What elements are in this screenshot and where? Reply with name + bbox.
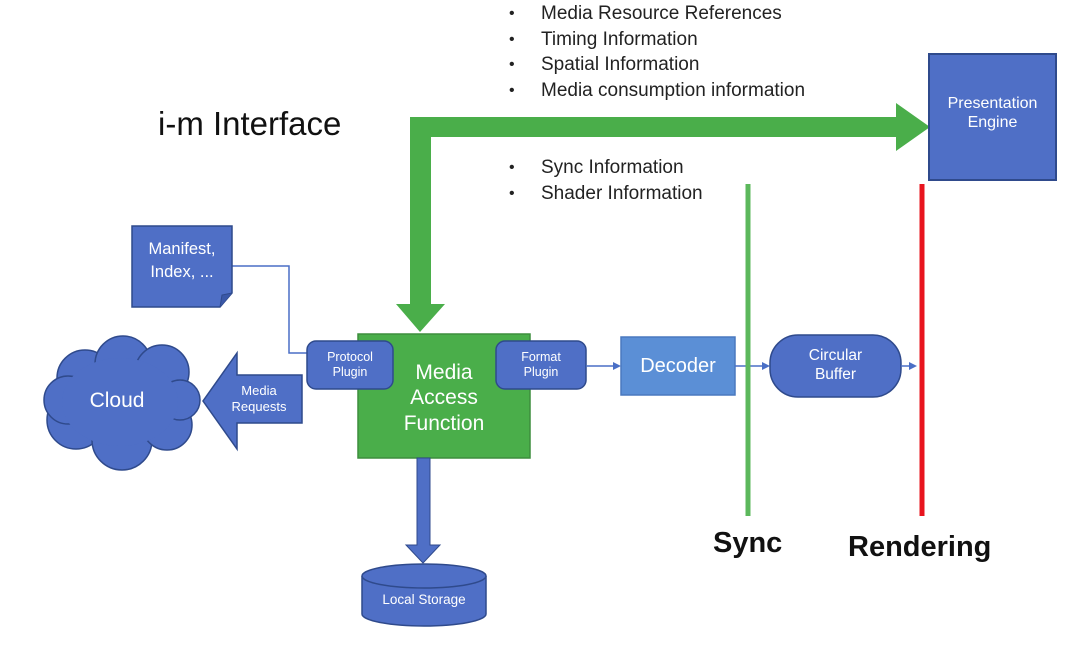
bullet-item: Timing Information — [509, 27, 805, 53]
bullet-item: Spatial Information — [509, 52, 805, 78]
bullet-item: Media consumption information — [509, 78, 805, 104]
arrowhead — [909, 362, 917, 370]
arrowhead — [762, 362, 770, 370]
local-storage-cylinder — [361, 563, 487, 627]
bullet-item: Media Resource References — [509, 1, 805, 27]
format-plugin-box — [495, 340, 587, 390]
format-plugin-label: Format Plugin — [521, 350, 561, 379]
media-requests-arrow — [202, 350, 303, 452]
lower-bullet-list: Sync Information Shader Information — [509, 155, 703, 206]
presentation-engine-label: Presentation Engine — [947, 95, 1038, 132]
storage-arrow — [404, 457, 442, 564]
interface-title: i-m Interface — [158, 105, 342, 142]
protocol-plugin-box — [306, 340, 394, 390]
local-storage-label: Local Storage — [382, 591, 466, 607]
sync-label: Sync — [713, 527, 783, 559]
im-interface-arrow — [396, 103, 930, 332]
presentation-engine-box — [928, 53, 1057, 181]
protocol-plugin-label: Protocol Plugin — [327, 350, 373, 379]
rendering-label: Rendering — [848, 531, 992, 563]
upper-bullet-list: Media Resource References Timing Informa… — [509, 1, 805, 103]
cloud-label: Cloud — [89, 389, 145, 413]
media-requests-label: Media Requests — [231, 383, 287, 414]
manifest-label: Manifest, Index, ... — [148, 239, 216, 281]
bullet-item: Sync Information — [509, 155, 703, 181]
arrowhead — [613, 362, 621, 370]
bullet-item: Shader Information — [509, 181, 703, 207]
media-access-function-label: Media Access Function — [403, 361, 485, 435]
decoder-label: Decoder — [640, 355, 716, 377]
circular-buffer-label: Circular Buffer — [808, 347, 863, 383]
manifest-connector — [232, 265, 308, 354]
